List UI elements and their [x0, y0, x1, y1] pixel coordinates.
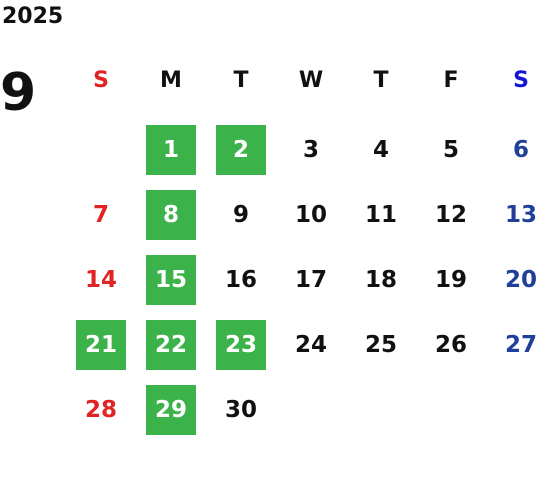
weekday-header: M	[160, 67, 182, 93]
day-cell-highlighted[interactable]: 29	[146, 385, 196, 435]
day-cell[interactable]: 18	[364, 267, 397, 293]
day-cell[interactable]: 16	[224, 267, 257, 293]
day-cell[interactable]: 9	[232, 202, 249, 228]
day-cell-highlighted[interactable]: 23	[216, 320, 266, 370]
day-cell[interactable]: 11	[364, 202, 397, 228]
day-cell-highlighted[interactable]: 2	[216, 125, 266, 175]
weekday-header: F	[443, 67, 459, 93]
day-cell-highlighted[interactable]: 22	[146, 320, 196, 370]
weekday-header: S	[513, 67, 529, 93]
day-cell[interactable]: 6	[512, 137, 529, 163]
day-cell[interactable]: 17	[294, 267, 327, 293]
day-cell-highlighted[interactable]: 15	[146, 255, 196, 305]
day-cell[interactable]: 30	[224, 397, 257, 423]
weekday-header: T	[233, 67, 249, 93]
day-cell[interactable]: 27	[504, 332, 537, 358]
day-cell[interactable]: 5	[442, 137, 459, 163]
day-cell[interactable]: 14	[84, 267, 117, 293]
calendar-month: 9	[0, 63, 37, 123]
day-cell[interactable]: 19	[434, 267, 467, 293]
day-cell[interactable]: 12	[434, 202, 467, 228]
day-cell[interactable]: 7	[92, 202, 109, 228]
day-cell[interactable]: 24	[294, 332, 327, 358]
day-cell[interactable]: 28	[84, 397, 117, 423]
day-cell[interactable]: 25	[364, 332, 397, 358]
day-cell[interactable]: 13	[504, 202, 537, 228]
day-cell[interactable]: 10	[294, 202, 327, 228]
day-cell-highlighted[interactable]: 1	[146, 125, 196, 175]
day-cell[interactable]: 3	[302, 137, 319, 163]
day-cell-highlighted[interactable]: 21	[76, 320, 126, 370]
calendar-year: 2025	[2, 4, 64, 29]
day-cell[interactable]: 20	[504, 267, 537, 293]
day-cell[interactable]: 26	[434, 332, 467, 358]
weekday-header: S	[93, 67, 109, 93]
day-cell[interactable]: 4	[372, 137, 389, 163]
weekday-header: T	[373, 67, 389, 93]
day-cell-highlighted[interactable]: 8	[146, 190, 196, 240]
weekday-header: W	[298, 67, 324, 93]
